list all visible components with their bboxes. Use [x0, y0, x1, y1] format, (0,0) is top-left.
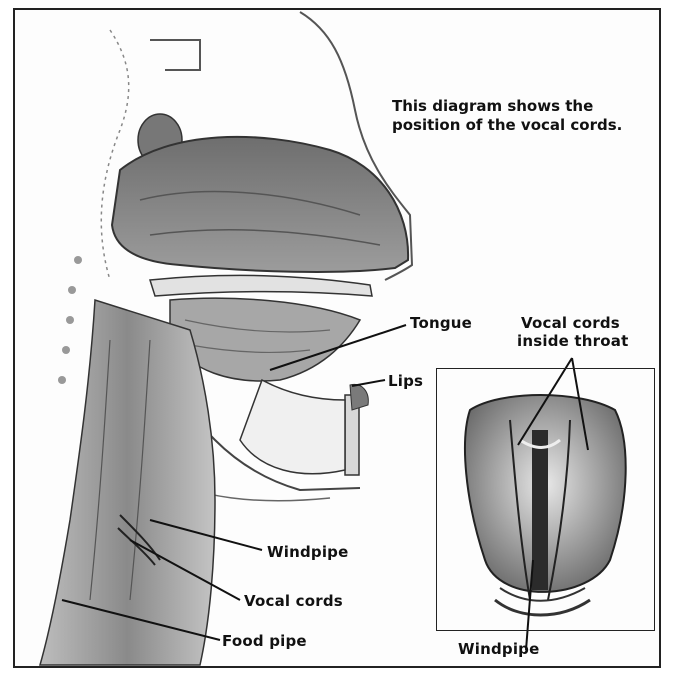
lips-teeth [240, 380, 368, 475]
diagram-caption: This diagram shows the position of the v… [392, 97, 662, 135]
inset-label-windpipe: Windpipe [458, 640, 540, 658]
label-vocal-cords: Vocal cords [244, 592, 343, 610]
inset-title-line1: Vocal cords [521, 314, 620, 332]
palate [150, 275, 372, 296]
label-food-pipe: Food pipe [222, 632, 307, 650]
spine [58, 256, 82, 384]
label-windpipe: Windpipe [267, 543, 349, 561]
inset-frame [436, 368, 655, 631]
neck-throat [40, 300, 215, 665]
inset-title-line2: inside throat [517, 332, 628, 350]
label-lips: Lips [388, 372, 423, 390]
label-tongue: Tongue [410, 314, 472, 332]
nasal-cavity [112, 137, 408, 272]
